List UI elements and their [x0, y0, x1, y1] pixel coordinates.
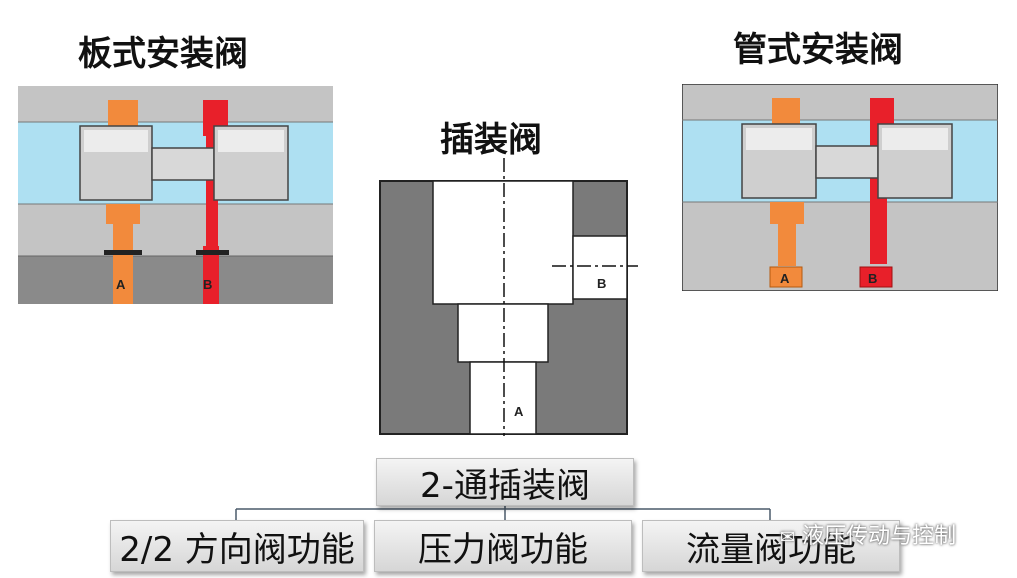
watermark: ✉ 液压传动与控制 [780, 518, 956, 550]
directional-valve-function-label: 2/2 方向阀功能 [119, 529, 355, 570]
plate-valve-diagram [18, 86, 333, 304]
cartridge-port-b-label: B [597, 276, 607, 291]
cartridge-valve-diagram [379, 158, 638, 436]
directional-valve-function-box: 2/2 方向阀功能 [110, 520, 364, 572]
wechat-icon: ✉ [780, 527, 796, 548]
two-way-cartridge-valve-box: 2-通插装阀 [376, 458, 634, 506]
pipe-valve-title: 管式安装阀 [733, 30, 903, 70]
watermark-text: 液压传动与控制 [802, 524, 957, 549]
flow-valve-function-box: 流量阀功能 [642, 520, 900, 572]
pressure-valve-function-label: 压力阀功能 [418, 529, 588, 570]
pipe-valve-diagram [682, 84, 998, 291]
cartridge-port-a-label: A [514, 404, 524, 419]
flow-valve-function-label: 流量阀功能 [686, 529, 856, 570]
pressure-valve-function-box: 压力阀功能 [374, 520, 632, 572]
plate-port-a-label: A [116, 277, 126, 292]
plate-port-b-label: B [203, 277, 213, 292]
pipe-port-b-label: B [868, 271, 878, 286]
plate-valve-title: 板式安装阀 [78, 34, 248, 74]
pipe-port-a-label: A [780, 271, 790, 286]
cartridge-valve-title: 插装阀 [440, 120, 542, 160]
